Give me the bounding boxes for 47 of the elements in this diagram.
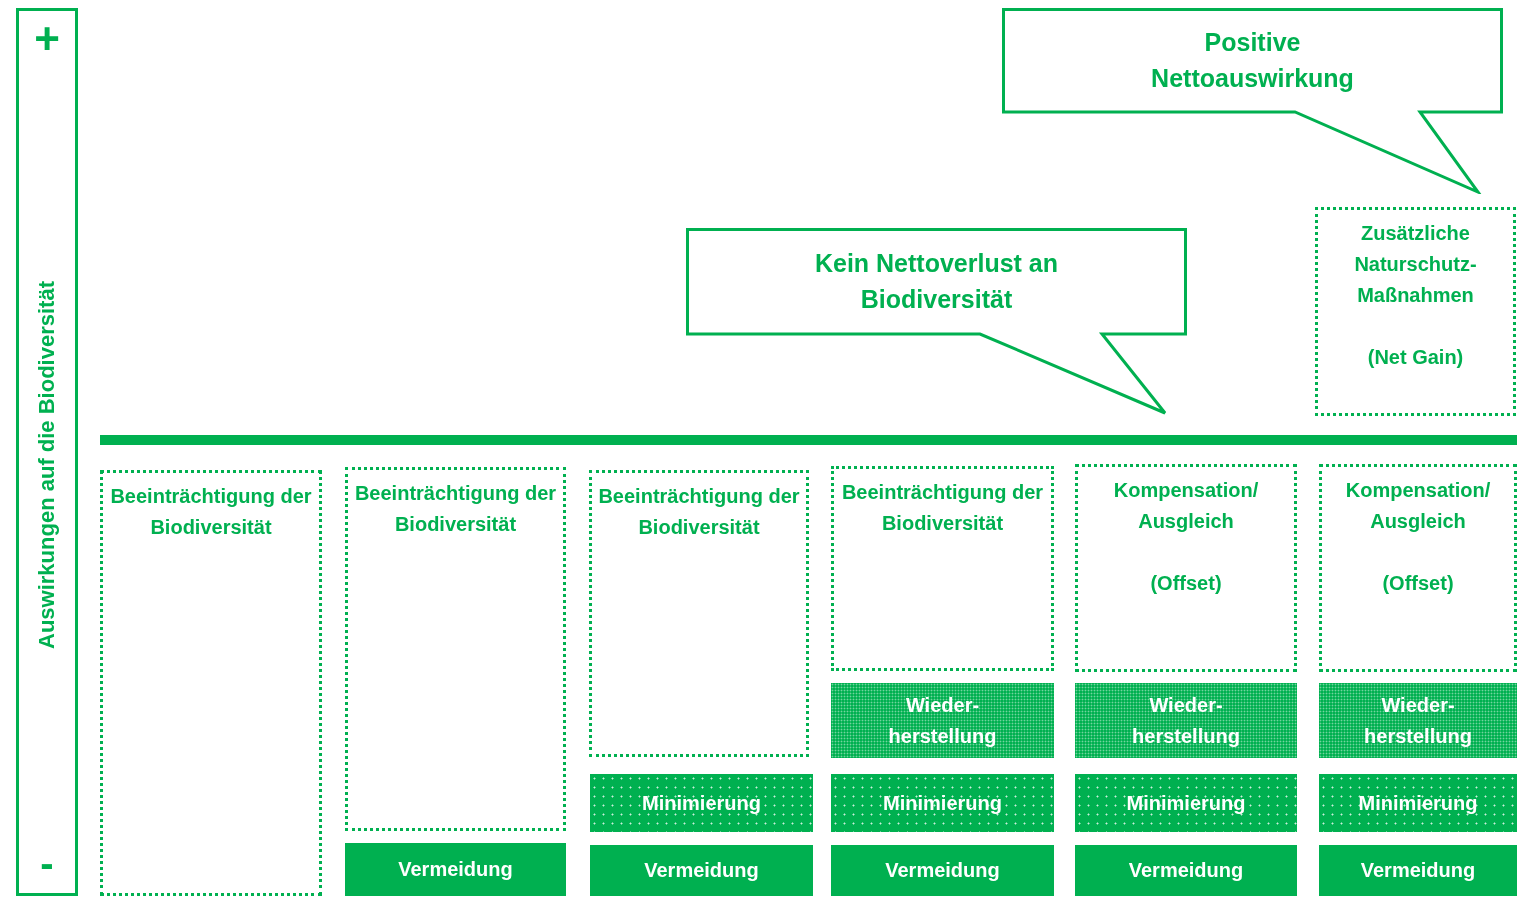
mitigation-bar — [1075, 683, 1297, 758]
dotted-box — [1315, 207, 1516, 416]
box-label: Beeinträchtigung der Biodiversität — [353, 481, 558, 537]
mitigation-bar — [590, 845, 813, 896]
minus-sign: - — [39, 843, 55, 883]
axis-label: Auswirkungen auf die Biodiversität — [34, 281, 60, 649]
mitigation-bar — [1319, 845, 1517, 896]
box-label: Minimierung — [642, 790, 761, 816]
mitigation-bar — [831, 683, 1054, 758]
box-label: Vermeidung — [644, 858, 759, 883]
box-label: Wieder- herstellung — [887, 692, 998, 749]
box-label: Beeinträchtigung der Biodiversität — [109, 484, 313, 540]
mitigation-bar — [1075, 845, 1297, 896]
box-label: Minimierung — [1358, 790, 1478, 816]
mitigation-bar — [831, 774, 1054, 832]
dotted-box — [589, 470, 809, 757]
dotted-box — [1075, 464, 1297, 672]
mitigation-bar — [345, 843, 566, 896]
box-label: Beeinträchtigung der Biodiversität — [597, 484, 801, 540]
box-note: (Offset) — [1149, 571, 1223, 596]
box-label: Kompensation/ Ausgleich — [1112, 478, 1260, 534]
callout-text: Positive Nettoauswirkung — [1150, 27, 1355, 94]
mitigation-bar — [590, 774, 813, 832]
mitigation-bar — [1319, 774, 1517, 832]
box-label: Vermeidung — [885, 858, 1000, 883]
box-note: (Net Gain) — [1366, 345, 1465, 370]
mitigation-bar — [831, 845, 1054, 896]
box-label: Zusätzliche Naturschutz-Maßnahmen — [1353, 221, 1478, 308]
axis-panel — [16, 8, 78, 896]
box-label: Wieder- herstellung — [1363, 692, 1473, 749]
box-label: Minimierung — [1126, 790, 1246, 816]
callout-text: Kein Nettoverlust an Biodiversität — [813, 248, 1060, 315]
box-note: (Offset) — [1381, 571, 1455, 596]
mitigation-bar — [1319, 683, 1517, 758]
mitigation-bar — [1075, 774, 1297, 832]
box-label: Kompensation/ Ausgleich — [1344, 478, 1492, 534]
dotted-box — [100, 470, 322, 896]
box-label: Vermeidung — [1128, 858, 1244, 883]
plus-sign: + — [33, 17, 61, 61]
dotted-box — [831, 466, 1054, 671]
box-label: Vermeidung — [1360, 858, 1476, 883]
dotted-box — [345, 467, 566, 831]
dotted-box — [1319, 464, 1517, 672]
box-label: Wieder- herstellung — [1131, 692, 1241, 749]
box-label: Beeinträchtigung der Biodiversität — [840, 480, 1045, 536]
box-label: Minimierung — [883, 790, 1002, 816]
box-label: Vermeidung — [398, 857, 513, 882]
